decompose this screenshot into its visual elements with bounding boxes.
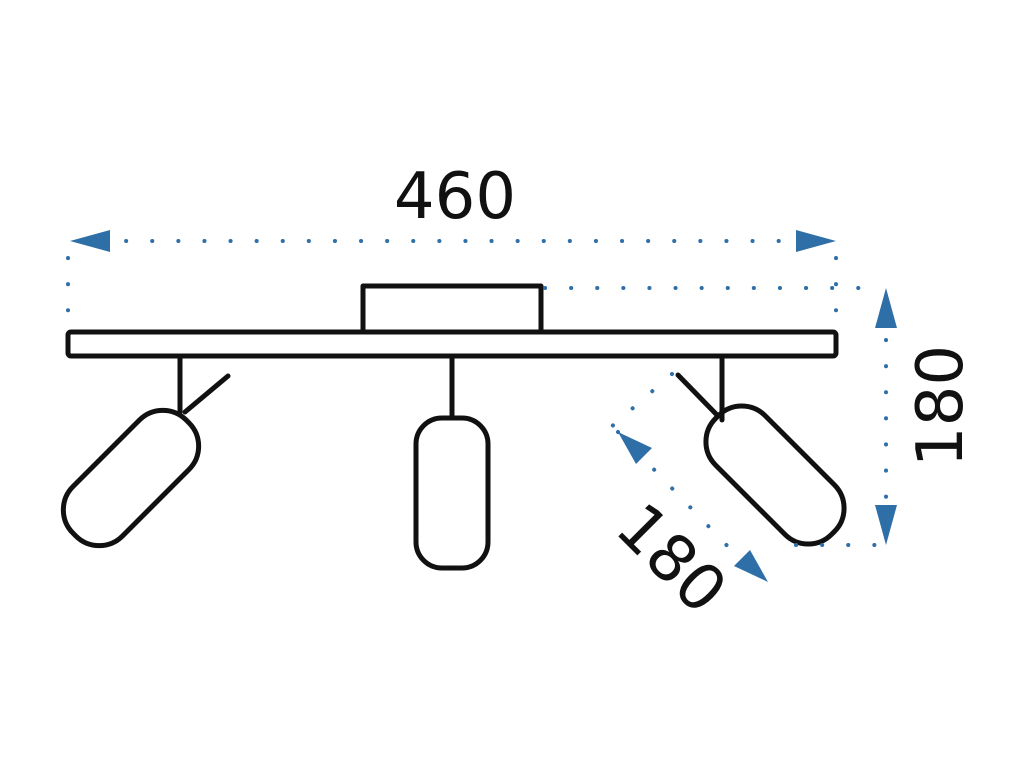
diagonal-arrow-up-icon — [618, 432, 652, 464]
fixture-bar — [65, 329, 839, 359]
spotlight-right — [675, 353, 847, 547]
height-arrow-up-icon — [875, 288, 897, 328]
spotlight-left — [60, 353, 231, 549]
diagonal-ext-top — [608, 372, 674, 430]
width-arrow-right-icon — [796, 230, 836, 252]
diagonal-arrow-down-icon — [734, 550, 768, 582]
width-label: 460 — [394, 160, 516, 234]
dimension-arrows — [70, 230, 897, 582]
height-arrow-down-icon — [875, 505, 897, 545]
spotlight-center — [413, 353, 491, 571]
height-label: 180 — [904, 345, 978, 467]
diagonal-label: 180 — [601, 490, 740, 629]
width-arrow-left-icon — [70, 230, 110, 252]
fixture — [60, 283, 847, 571]
dimension-lines — [66, 239, 888, 582]
mount-plate — [360, 283, 544, 335]
diagonal-dim-line — [616, 430, 762, 582]
